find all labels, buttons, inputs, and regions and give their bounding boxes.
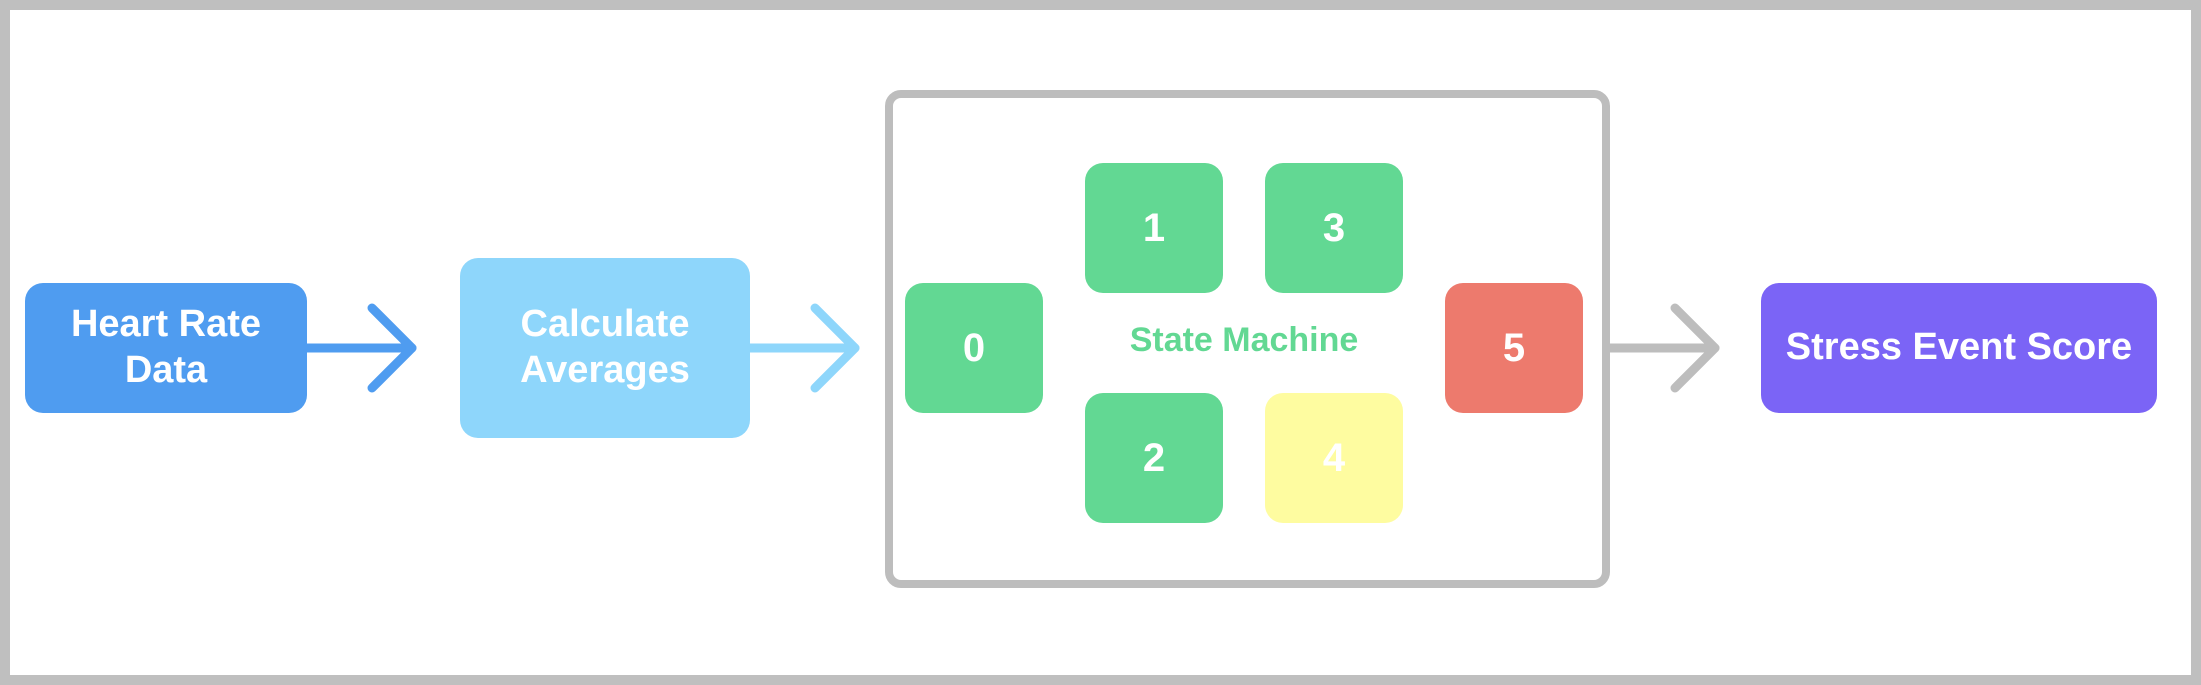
state-3: 3 <box>1265 163 1403 293</box>
heart-rate-data-label: Heart Rate Data <box>70 303 262 391</box>
state-1-label: 1 <box>1142 205 1166 250</box>
heart-rate-data-node: Heart Rate Data <box>25 283 307 413</box>
state-0-label: 0 <box>962 325 986 370</box>
state-2: 2 <box>1085 393 1223 523</box>
stress-event-score-label: Stress Event Score <box>1785 326 2133 369</box>
state-machine-label: State Machine <box>1129 320 1359 359</box>
calculate-averages-label: Calculate Averages <box>520 303 690 391</box>
stress-event-score-node: Stress Event Score <box>1761 283 2157 413</box>
state-0: 0 <box>905 283 1043 413</box>
state-5-label: 5 <box>1502 325 1526 370</box>
calculate-averages-node: Calculate Averages <box>460 258 750 438</box>
state-1: 1 <box>1085 163 1223 293</box>
state-4-label: 4 <box>1322 435 1346 480</box>
state-3-label: 3 <box>1322 205 1346 250</box>
state-4: 4 <box>1265 393 1403 523</box>
state-5: 5 <box>1445 283 1583 413</box>
state-2-label: 2 <box>1142 435 1166 480</box>
